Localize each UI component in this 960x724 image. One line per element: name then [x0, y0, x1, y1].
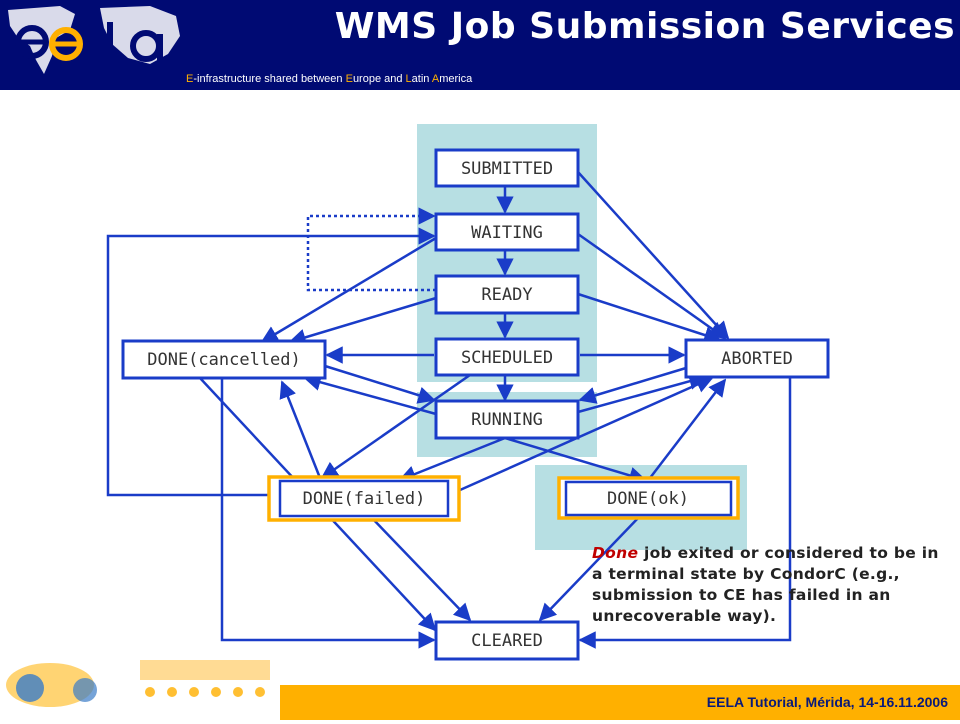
state-label: ABORTED — [721, 349, 793, 369]
ciemat-logo — [0, 640, 280, 720]
note-keyword: Done — [592, 544, 639, 562]
footer-bar: EELA Tutorial, Mérida, 14-16.11.2006 — [280, 685, 960, 720]
job-state-diagram: SUBMITTED WAITING READY SCHEDULED RUNNIN… — [0, 90, 960, 685]
state-submitted: SUBMITTED — [434, 148, 580, 188]
state-label: DONE(cancelled) — [147, 350, 301, 370]
state-label: SCHEDULED — [461, 348, 553, 368]
state-done-failed: DONE(failed) — [267, 475, 461, 522]
tagline: E-infrastructure shared between Europe a… — [186, 73, 473, 85]
note-text: job exited or considered to be in a term… — [592, 544, 939, 625]
state-label: SUBMITTED — [461, 159, 553, 179]
state-label: DONE(ok) — [607, 489, 689, 509]
state-waiting: WAITING — [434, 212, 580, 252]
transition-arrows — [106, 171, 792, 649]
state-scheduled: SCHEDULED — [434, 337, 580, 377]
state-label: DONE(failed) — [303, 489, 426, 509]
state-label: RUNNING — [471, 410, 543, 430]
done-explanation-note: Done job exited or considered to be in a… — [592, 543, 942, 627]
state-done-cancelled: DONE(cancelled) — [121, 339, 327, 380]
eela-logo — [0, 0, 185, 90]
state-label: WAITING — [471, 223, 543, 243]
state-label: CLEARED — [471, 631, 543, 651]
state-label: READY — [481, 285, 532, 305]
state-ready: READY — [434, 274, 580, 315]
footer-text: EELA Tutorial, Mérida, 14-16.11.2006 — [706, 694, 948, 710]
state-running: RUNNING — [434, 399, 580, 440]
header-bar: WMS Job Submission Services E-infrastruc… — [0, 0, 960, 90]
dotted-loop — [306, 207, 436, 292]
page-title: WMS Job Submission Services — [334, 6, 955, 47]
state-aborted: ABORTED — [684, 338, 830, 379]
state-cleared: CLEARED — [434, 620, 580, 661]
state-done-ok: DONE(ok) — [557, 476, 740, 520]
